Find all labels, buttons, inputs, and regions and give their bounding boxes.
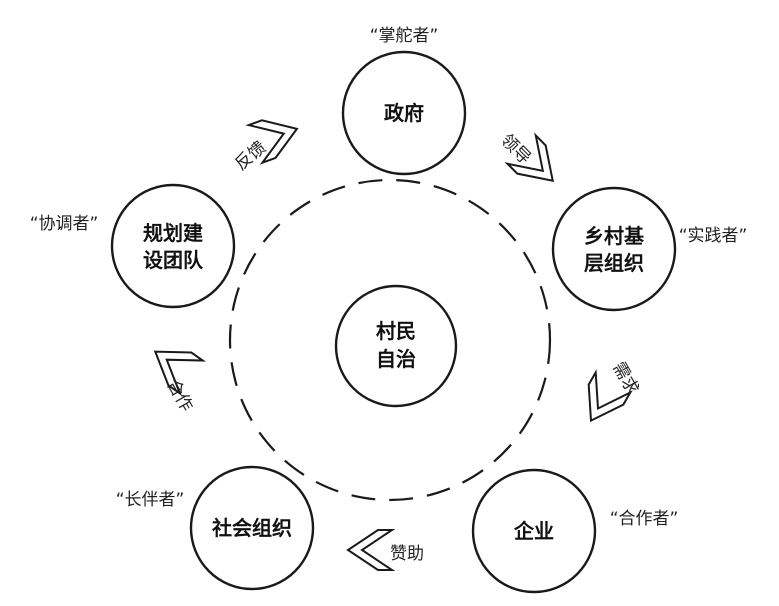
government-role: “掌舵者”: [370, 26, 439, 46]
node-planning-team: 规划建 设团队 “协调者”: [30, 183, 236, 309]
node-center-villager-autonomy: 村民 自治: [334, 284, 458, 408]
village-org-label-line1: 乡村基: [584, 224, 645, 248]
planning-team-label-line1: 规划建: [143, 221, 203, 245]
node-government: 政府 “掌舵者”: [341, 26, 467, 176]
planning-team-circle: [110, 183, 236, 309]
village-org-circle: [551, 186, 677, 312]
center-label-line1: 村民: [376, 319, 416, 343]
village-org-role: “实践者”: [679, 226, 748, 246]
demand-label: 需求: [608, 359, 642, 398]
edge-cooperate: 合作: [153, 350, 207, 415]
social-org-role: “长伴者”: [116, 490, 185, 510]
edge-sponsor: 赞助: [346, 529, 424, 571]
center-label-line2: 自治: [376, 347, 416, 371]
node-village-organization: 乡村基 层组织 “实践者”: [551, 186, 748, 312]
enterprise-circle: [471, 468, 597, 594]
social-org-circle: [189, 465, 315, 591]
node-social-organization: 社会组织 “长伴者”: [116, 465, 315, 591]
lead-chevron-icon: [504, 132, 555, 183]
social-org-label: 社会组织: [211, 516, 292, 540]
edge-feedback: 反馈: [231, 119, 299, 175]
enterprise-role: “合作者”: [610, 509, 679, 529]
planning-team-role: “协调者”: [30, 214, 99, 234]
center-circle: [334, 284, 458, 408]
cooperate-chevron-icon: [153, 350, 207, 397]
dashed-ring: [228, 178, 552, 502]
planning-team-label-line2: 设团队: [143, 248, 204, 272]
edge-demand: 需求: [587, 359, 642, 423]
node-enterprise: 企业 “合作者”: [471, 468, 679, 594]
demand-chevron-icon: [587, 369, 633, 423]
feedback-chevron-icon: [245, 119, 299, 165]
village-org-label-line2: 层组织: [584, 251, 644, 275]
sponsor-label: 赞助: [390, 544, 424, 564]
government-circle: [341, 50, 467, 176]
lead-label: 领导: [496, 130, 534, 168]
sponsor-chevron-icon: [346, 529, 396, 571]
cooperate-label: 合作: [162, 376, 196, 415]
edge-lead: 领导: [496, 130, 555, 183]
feedback-label: 反馈: [231, 138, 270, 175]
enterprise-label: 企业: [513, 519, 554, 543]
government-label: 政府: [384, 101, 424, 125]
